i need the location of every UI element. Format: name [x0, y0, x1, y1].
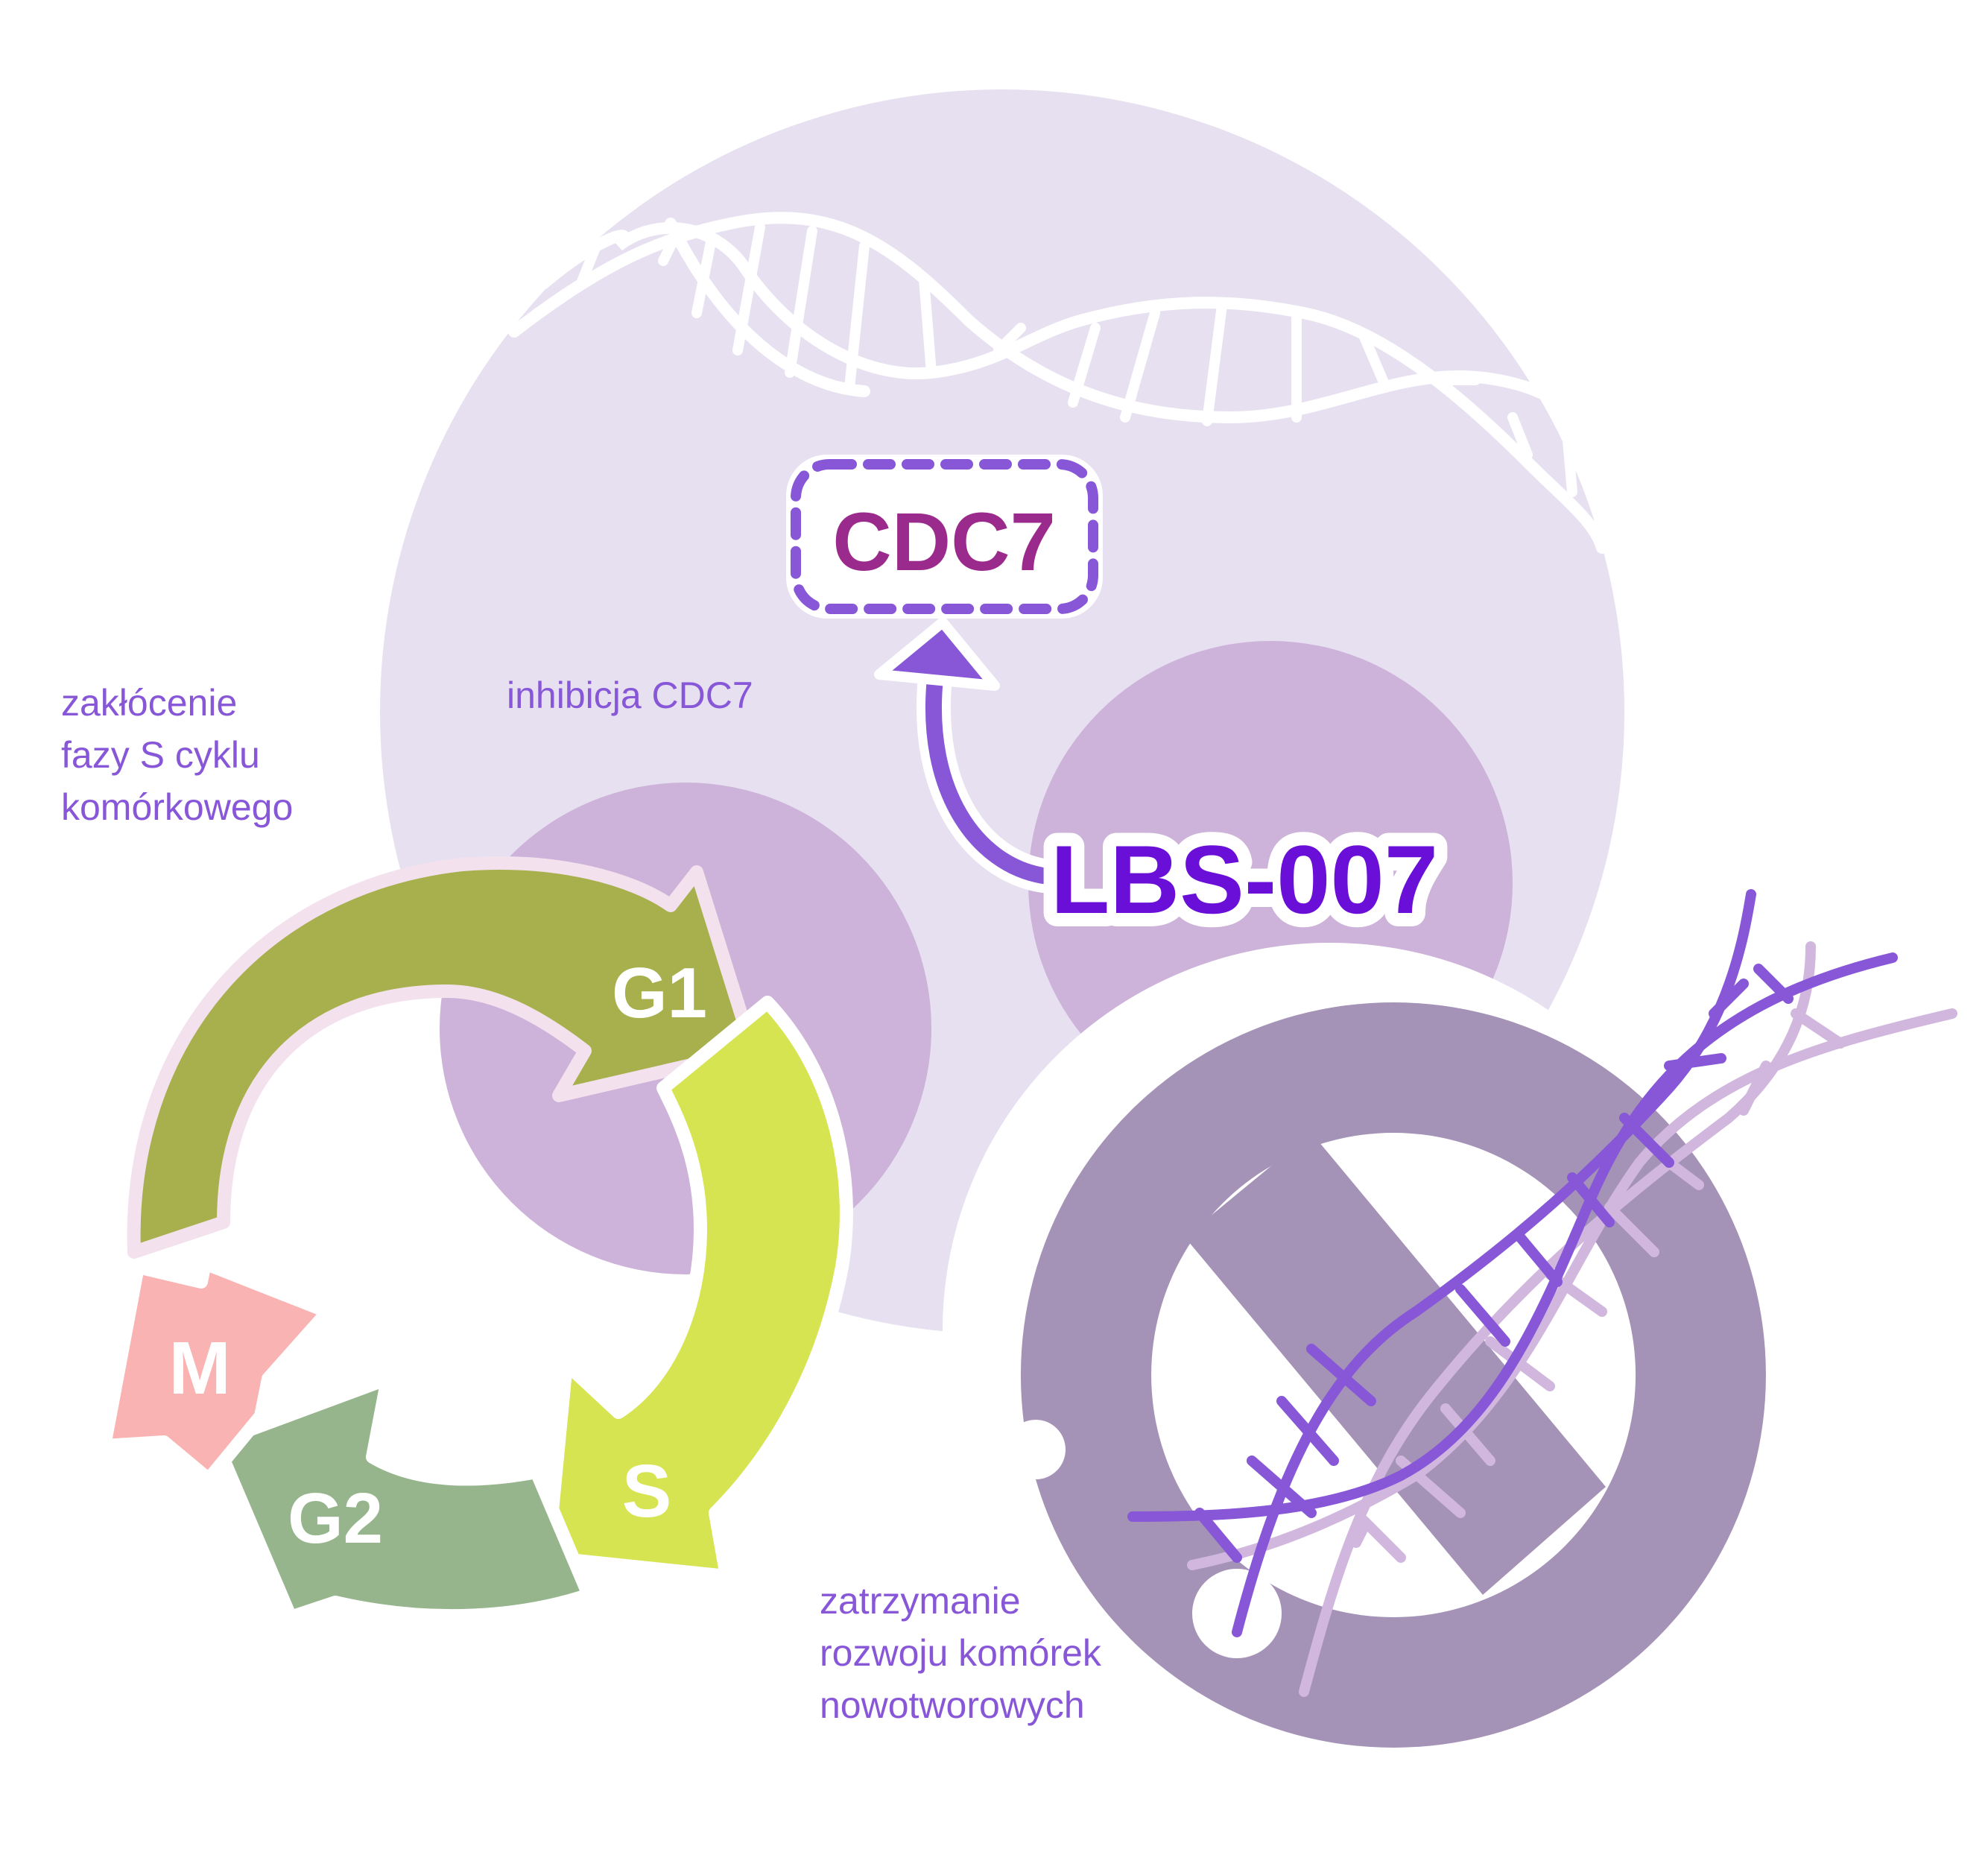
cdc7-target: CDC7	[786, 455, 1103, 619]
disruption-label: zakłócenie fazy S cyklu komórkowego	[61, 682, 293, 828]
phase-label-m: M	[168, 1327, 230, 1410]
disruption-label-line-3: komórkowego	[61, 786, 293, 828]
blocked-dna-helix	[1127, 889, 1957, 1697]
g1-arrow	[127, 856, 759, 1259]
arrest-label-line-1: zatrzymanie	[820, 1580, 1021, 1622]
cdc7-label: CDC7	[832, 496, 1056, 588]
arrest-label-line-3: nowotworowych	[820, 1684, 1085, 1726]
s-arrow	[541, 996, 853, 1583]
drug-label-group: LBS-007 LBS-007	[1037, 812, 1452, 947]
top-dna-helix	[508, 212, 1638, 554]
phase-label-g2: G2	[288, 1479, 383, 1558]
inhibition-arrow	[874, 617, 1060, 893]
cell-cycle-diagram: G1 S G2 M	[98, 856, 853, 1624]
disruption-label-line-2: fazy S cyklu	[61, 734, 260, 776]
disruption-label-line-1: zakłócenie	[61, 682, 237, 724]
arrest-label: zatrzymanie rozwoju komórek nowotworowyc…	[820, 1580, 1102, 1726]
arrest-label-line-2: rozwoju komórek	[820, 1632, 1102, 1674]
phase-label-g1: G1	[612, 953, 707, 1033]
phase-label-s: S	[622, 1450, 672, 1533]
drug-label-outline: LBS-007	[1051, 825, 1438, 934]
g2-arrow	[209, 1372, 595, 1624]
inhibition-label: inhibicja CDC7	[507, 674, 753, 716]
drug-label: LBS-007	[1051, 825, 1438, 934]
m-arrow	[98, 1257, 335, 1486]
